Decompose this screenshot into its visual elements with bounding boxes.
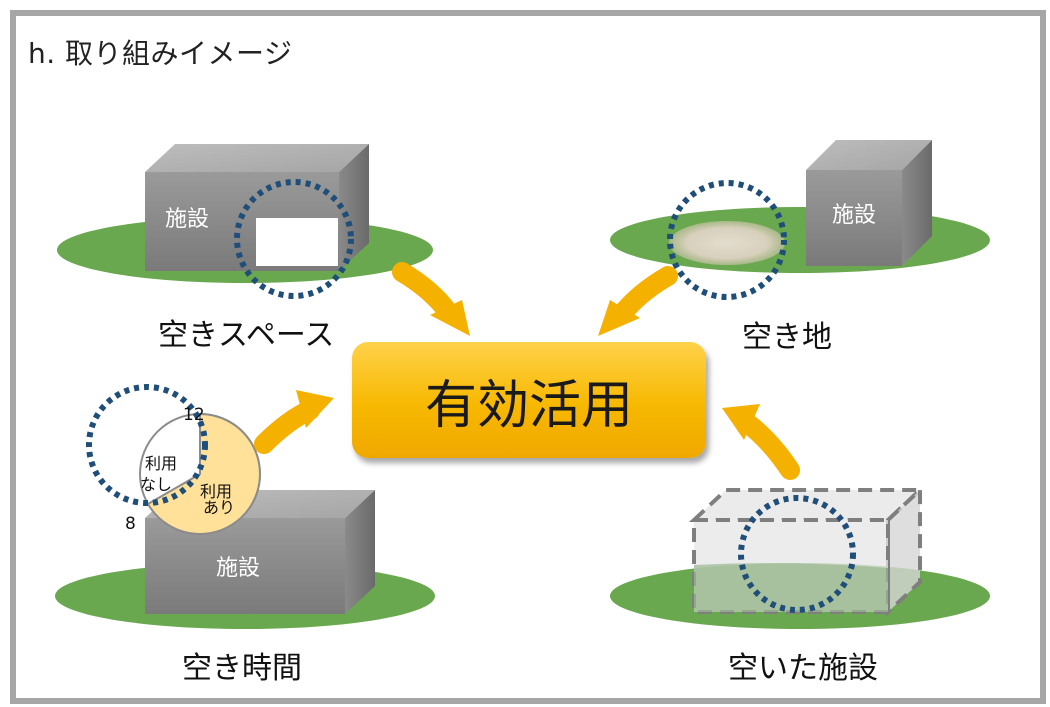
center-label: 有効活用: [424, 375, 633, 436]
dotted-circle: [667, 180, 787, 300]
clock-used-segment: [146, 412, 261, 535]
label-vacant-facility: 空いた施設: [728, 651, 878, 686]
label-empty-time: 空き時間: [182, 651, 302, 686]
ground-ellipse: [610, 207, 990, 273]
arrow-bottom-left-head: [296, 390, 334, 428]
vacant-lot: [669, 221, 785, 265]
arrows: [254, 262, 800, 480]
scene-vacant-facility: [610, 485, 990, 629]
box-side: [345, 490, 375, 614]
arrow-top-right-head: [598, 300, 640, 336]
empty-space-rect: [256, 218, 338, 266]
dotted-circle: [234, 179, 354, 299]
clock-label-8: 8: [125, 514, 136, 534]
label-empty-space: 空きスペース: [158, 318, 335, 353]
arrow-top-left-head: [430, 300, 470, 336]
page-title: h. 取り組みイメージ: [28, 37, 293, 70]
clock-used-line2: あり: [203, 498, 235, 517]
arrow-bottom-right: [736, 412, 800, 480]
clock-unused-line2: なし: [140, 475, 172, 494]
facility-label: 施設: [165, 207, 209, 232]
box-front: [806, 170, 902, 266]
box-top: [145, 144, 369, 172]
scene-empty-space: 施設: [57, 144, 433, 299]
box-side: [339, 144, 369, 271]
clock-used-line1: 利用: [200, 482, 232, 501]
scene-empty-land: 施設: [610, 140, 990, 300]
box-top: [806, 140, 932, 170]
scene-empty-time: 施設 12 8 利用 なし 利用 あり: [55, 384, 435, 629]
box-top: [688, 488, 926, 522]
dotted-circle: [86, 384, 208, 506]
label-empty-land: 空き地: [742, 320, 832, 355]
effective-use-box: 有効活用: [352, 342, 706, 458]
clock-label-12: 12: [183, 405, 205, 425]
arrow-top-right: [612, 266, 678, 324]
facility-label: 施設: [832, 203, 876, 228]
box-front: [145, 518, 345, 614]
box-side: [902, 140, 932, 266]
ground-through-box: [694, 563, 888, 612]
arrow-bottom-right-head: [722, 404, 760, 440]
dotted-circle: [738, 495, 856, 613]
arrow-top-left: [392, 262, 458, 322]
clock-unused-line1: 利用: [145, 454, 177, 473]
facility-label: 施設: [216, 556, 260, 581]
